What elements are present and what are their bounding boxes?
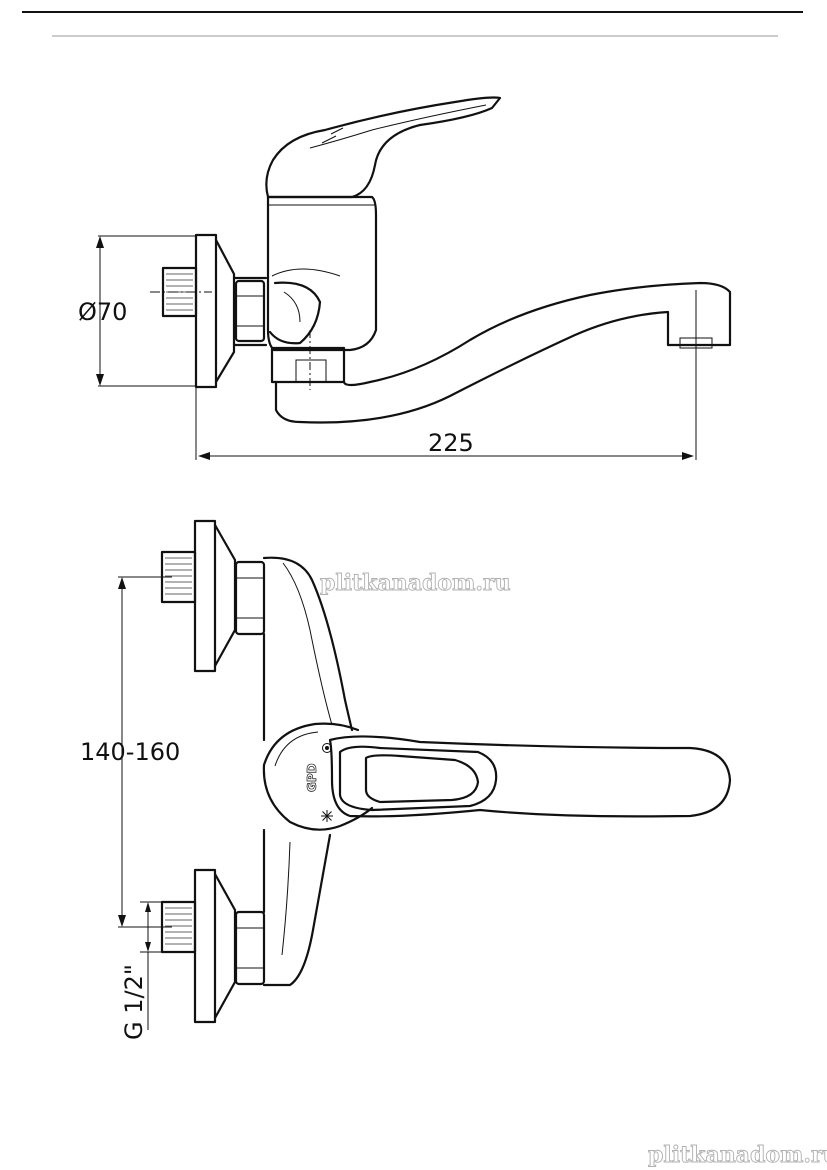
center-distance-label: 140-160 — [80, 738, 180, 766]
spout-reach-label: 225 — [428, 429, 474, 457]
front-view: GPD 140-160 G 1/2" — [80, 519, 732, 1040]
spout-side — [274, 281, 732, 460]
lower-inlet — [160, 868, 266, 1024]
side-view: Ø70 225 — [78, 96, 732, 460]
mixer-body-front — [262, 556, 354, 987]
hot-indicator-icon — [322, 743, 332, 753]
watermark-bottom: plitkanadom.ru — [648, 1142, 827, 1168]
flange-diameter-label: Ø70 — [78, 298, 127, 326]
hex-nut-side — [234, 279, 266, 343]
watermark-middle: plitkanadom.ru — [320, 570, 511, 596]
thread-size-dimension: G 1/2" — [120, 901, 162, 1040]
threaded-pipe-side — [150, 266, 212, 318]
upper-inlet — [160, 519, 266, 673]
wall-flange-side — [194, 233, 268, 389]
center-distance-dimension: 140-160 — [80, 576, 180, 928]
lever-handle-side — [265, 96, 502, 199]
cold-indicator-icon — [321, 810, 333, 822]
mixer-body-side — [266, 195, 378, 390]
brand-logo: GPD — [305, 763, 319, 792]
thread-size-label: G 1/2" — [120, 964, 148, 1040]
lever-front: GPD — [262, 722, 732, 831]
spout-reach-dimension: 225 — [195, 388, 694, 460]
flange-diameter-dimension: Ø70 — [78, 235, 196, 387]
